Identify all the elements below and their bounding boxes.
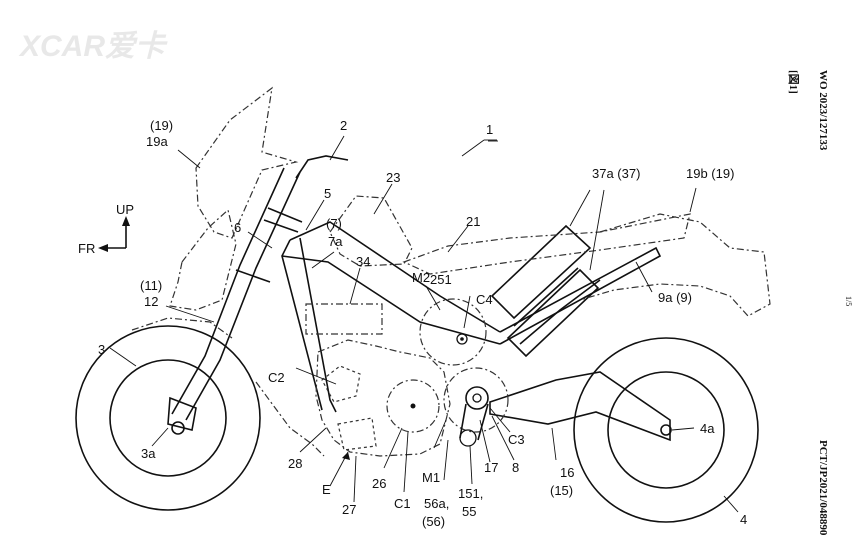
- label-1: 1: [486, 122, 493, 137]
- label-16: 16: [560, 465, 574, 480]
- label-151: 151,: [458, 486, 483, 501]
- label-9a: 9a (9): [658, 290, 692, 305]
- label-34: 34: [356, 254, 370, 269]
- swing-arm: [489, 371, 671, 442]
- label-C2: C2: [268, 370, 285, 385]
- label-3a: 3a: [141, 446, 156, 461]
- label-12: 12: [144, 294, 158, 309]
- fuel-tank-23: [329, 195, 413, 267]
- label-251: 251: [430, 272, 452, 287]
- label-E: E: [322, 482, 331, 497]
- label-56a: 56a,: [424, 496, 449, 511]
- label-55: 55: [462, 504, 476, 519]
- motor-m1: [443, 367, 509, 447]
- main-frame: [281, 221, 662, 413]
- label-19a: 19a: [146, 134, 168, 149]
- page-mark: 1/5: [844, 296, 852, 306]
- label-2: 2: [340, 118, 347, 133]
- label-37a: 37a (37): [592, 166, 640, 181]
- battery-37a-front: [490, 224, 592, 320]
- label-8: 8: [512, 460, 519, 475]
- label-4: 4: [740, 512, 747, 527]
- front-fender: [131, 317, 233, 339]
- label-up: UP: [116, 202, 134, 217]
- battery-37a-rear: [506, 267, 600, 358]
- label-21: 21: [466, 214, 480, 229]
- seat-21: [402, 213, 691, 275]
- windshield-19a: [195, 86, 299, 239]
- direction-arrows: [98, 216, 130, 252]
- label-C4: C4: [476, 292, 493, 307]
- rear-cowl-19b: [579, 213, 771, 317]
- front-cowl: [169, 208, 237, 311]
- leader-lines: [109, 135, 739, 513]
- label-3: 3: [98, 342, 105, 357]
- label-M2: M2: [412, 270, 430, 285]
- label-15-paren: (15): [550, 483, 573, 498]
- front-fork: [167, 167, 303, 431]
- motor-m2: [419, 298, 487, 366]
- watermark-logo: XCAR爱卡: [18, 30, 168, 63]
- label-26: 26: [372, 476, 386, 491]
- label-5: 5: [324, 186, 331, 201]
- label-7-paren: (7): [326, 216, 342, 231]
- label-23: 23: [386, 170, 400, 185]
- publication-number: WO 2023/127133: [817, 70, 829, 151]
- label-4a: 4a: [700, 421, 715, 436]
- label-11-paren: (11): [140, 278, 162, 293]
- label-56-paren: (56): [422, 514, 445, 529]
- handlebar: [295, 155, 349, 179]
- label-C3: C3: [508, 432, 525, 447]
- label-M1: M1: [422, 470, 440, 485]
- engine-unit: [315, 339, 451, 457]
- box-34: [305, 303, 383, 335]
- label-28: 28: [288, 456, 302, 471]
- figure-label: [図1]: [787, 70, 801, 94]
- label-fr: FR: [78, 241, 95, 256]
- label-17: 17: [484, 460, 498, 475]
- label-19-paren: (19): [150, 118, 173, 133]
- labels: 1 2 3 3a 4 4a 5 6 (7) 7a 8 9a (9) (11) 1…: [78, 118, 747, 529]
- rear-wheel: [573, 337, 759, 523]
- label-19b: 19b (19): [686, 166, 734, 181]
- label-7a: 7a: [328, 234, 343, 249]
- label-C1: C1: [394, 496, 411, 511]
- application-number: PCT/JP2021/048890: [817, 440, 829, 536]
- label-6: 6: [234, 220, 241, 235]
- lower-cowl: [255, 381, 325, 457]
- label-27: 27: [342, 502, 356, 517]
